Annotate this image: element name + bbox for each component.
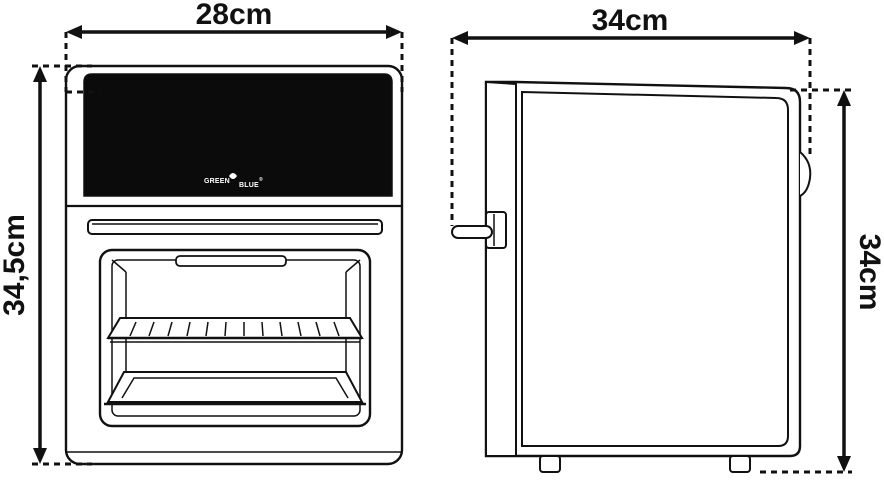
side-front-plate (485, 80, 517, 457)
side-body-outline (484, 80, 802, 458)
side-inner-panel (521, 90, 789, 447)
front-door-handle (87, 219, 383, 235)
front-height-arrow-head-top (33, 66, 47, 82)
front-width-label: 28cm (196, 0, 273, 31)
side-height-arrow-head-top (837, 90, 851, 106)
side-height-dimension: 34cm (760, 88, 884, 474)
brand-leaf-mark (229, 173, 237, 179)
side-depth-arrow-head-right (794, 31, 810, 45)
brand-registered-mark: ® (259, 176, 263, 183)
front-height-arrow-head-bottom (33, 448, 47, 464)
side-height-label: 34cm (853, 234, 884, 311)
brand-text-left: GREEN (204, 178, 230, 185)
front-view: GREEN BLUE ® (64, 64, 404, 466)
side-depth-dimension: 34cm (450, 4, 812, 226)
side-foot-rear (729, 455, 751, 473)
side-rear-bump (799, 151, 812, 197)
side-view (451, 80, 812, 473)
cavity-edge-left (111, 259, 127, 273)
front-width-arrow-head-left (66, 25, 82, 39)
front-width-dimension: 28cm (64, 0, 404, 94)
side-door-handle (451, 211, 507, 249)
front-height-label: 34,5cm (0, 214, 31, 316)
front-width-arrow-head-right (386, 25, 402, 39)
front-height-dimension: 34,5cm (0, 64, 92, 466)
side-depth-label: 34cm (592, 4, 669, 37)
brand-text-right: BLUE (239, 182, 259, 189)
cavity-edge-right (345, 259, 361, 273)
side-depth-arrow-head-left (452, 31, 468, 45)
front-display-panel (83, 73, 393, 197)
front-heater-slot (175, 255, 287, 267)
front-drip-tray (104, 371, 366, 406)
side-foot-front (539, 455, 561, 473)
brand-logo: GREEN BLUE ® (204, 173, 263, 189)
front-wire-rack (106, 317, 364, 343)
side-height-arrow-head-bottom (837, 456, 851, 472)
